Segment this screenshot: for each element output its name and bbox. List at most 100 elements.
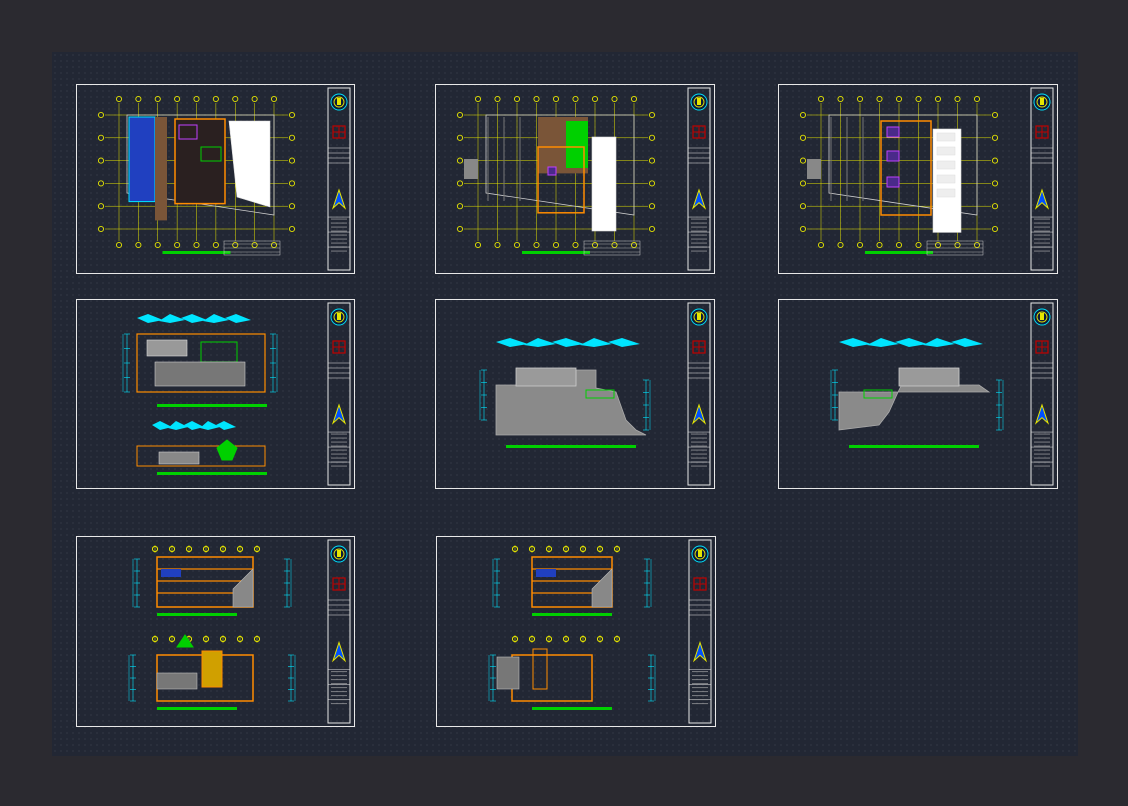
grid-axis-bubble [202,635,210,643]
grid-axis-bubble [596,635,604,643]
sheet-floor-plan-3[interactable] [778,84,1058,274]
sheet-elevation-front-rear[interactable] [76,299,355,489]
grid-axis-bubble [474,95,482,103]
grid-axis-bubble [579,545,587,553]
grid-axis-bubble [613,635,621,643]
grid-axis-bubble [954,95,961,103]
grid-axis-bubble [591,241,599,249]
sheet-drawing [488,539,712,724]
grid-axis-bubble [456,157,464,164]
north-arrow-icon [331,403,347,425]
seal-ring [333,311,345,323]
sheet-drawing [456,87,711,271]
tree-icon [216,439,238,461]
sky-cloud [159,314,185,323]
sheet-elevation-side-left[interactable] [435,299,715,489]
seal-core [697,313,701,320]
grid-axis-bubble [456,225,464,233]
grid-axis-bubble [611,95,618,103]
section-water [536,569,556,577]
grid-axis-bubble [817,241,825,249]
sheet-drawing [122,302,351,486]
sky-cloud [895,338,927,347]
grid-axis-bubble [253,545,261,553]
grid-axis-bubble [533,95,540,103]
sky-cloud [168,421,188,430]
grid-axis-bubble [193,241,200,249]
grid-axis-bubble [270,95,278,103]
grid-axis-bubble [154,241,161,249]
grid-axis-bubble [876,95,883,103]
grid-axis-bubble [991,111,999,119]
seal-ring [693,311,705,323]
stair-core [201,650,223,688]
grid-axis-bubble [934,241,942,249]
grid-axis-bubble [212,241,219,249]
grid-axis-bubble [219,635,227,643]
grid-axis-bubble [97,134,105,141]
title-block [687,302,711,486]
parking-stall [936,188,956,198]
sheet-floor-plan-2[interactable] [435,84,715,274]
sheet-section-a-b[interactable] [76,536,355,727]
grid-axis-bubble [513,95,521,103]
sheet-elevation-side-right[interactable] [778,299,1058,489]
seal-ring [1036,96,1048,108]
terrace-planter [585,389,615,399]
grid-axis-bubble [135,95,142,103]
grid-axis-bubble [97,203,105,210]
elevation-facade [154,361,246,387]
grid-axis-bubble [236,635,244,643]
furniture [886,176,900,188]
grid-axis-bubble [288,225,296,233]
grid-axis-bubble [474,241,482,249]
furniture [886,126,900,138]
grid-axis-bubble [174,241,181,249]
grid-axis-bubble [596,545,604,553]
grid-axis-bubble [934,95,942,103]
seal-core [698,550,702,557]
grid-axis-bubble [552,241,560,249]
grid-axis-bubble [591,95,599,103]
grid-axis-bubble [251,241,258,249]
grid-axis-bubble [251,95,258,103]
grid-axis-bubble [232,95,239,103]
house-footprint [537,146,585,214]
seal-core [337,98,341,105]
grid-axis-bubble [528,545,536,553]
grid-axis-bubble [115,241,123,249]
seal-ring [694,548,706,560]
grid-axis-bubble [991,225,999,233]
sheet-section-c-d[interactable] [436,536,716,727]
title-block [327,539,351,724]
sheet-drawing [830,302,1054,486]
grid-axis-bubble [611,241,618,249]
elevation-windows [146,339,188,357]
seal-core [337,313,341,320]
grid-axis-bubble [97,225,105,233]
sky-cloud [184,421,204,430]
lawn [566,121,588,168]
title-block [688,539,712,724]
seal-ring [693,96,705,108]
grid-axis-bubble [991,157,999,164]
scale-bar [506,445,636,448]
house-volume [515,367,577,387]
grid-axis-bubble [562,635,570,643]
grid-axis-bubble [915,241,922,249]
north-arrow-icon [691,403,707,425]
north-arrow-icon [691,188,707,210]
north-arrow-icon [1034,188,1050,210]
scale-bar [157,613,237,616]
terrain-fill [591,568,613,608]
grid-axis-bubble [648,134,656,141]
sheet-floor-plan-1[interactable] [76,84,355,274]
grid-axis-bubble [533,241,540,249]
title-block [327,87,351,271]
sky-cloud [923,338,955,347]
scale-bar [849,445,979,448]
rear-facade [158,451,200,465]
garden-gravel [591,136,617,232]
seal-core [337,550,341,557]
sky-cloud [200,421,220,430]
